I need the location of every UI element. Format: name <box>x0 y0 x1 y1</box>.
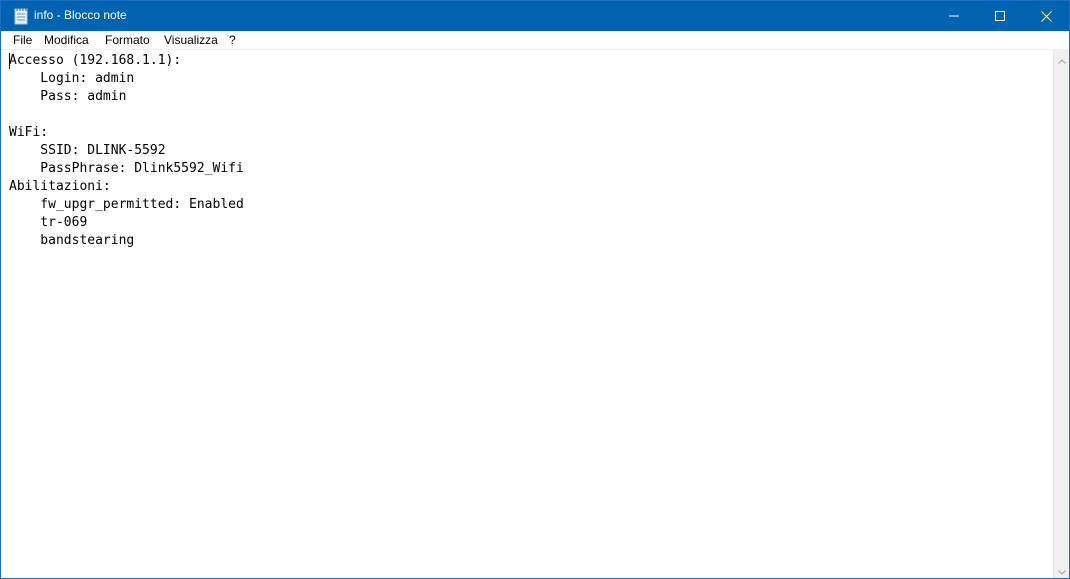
maximize-button[interactable] <box>977 1 1023 31</box>
chevron-up-icon <box>1058 49 1066 68</box>
chevron-down-icon <box>1058 560 1066 579</box>
minimize-icon <box>949 11 959 21</box>
editor-line: Accesso (192.168.1.1): <box>9 53 182 68</box>
notepad-icon[interactable] <box>13 7 29 25</box>
editor-line: fw_upgr_permitted: Enabled <box>9 197 244 212</box>
text-editor[interactable]: Accesso (192.168.1.1): Login: admin Pass… <box>1 50 1053 578</box>
menu-formato[interactable]: Formato <box>105 33 150 47</box>
editor-line: PassPhrase: Dlink5592_Wifi <box>9 161 244 176</box>
close-button[interactable] <box>1023 1 1069 31</box>
scroll-down-button[interactable] <box>1054 561 1070 578</box>
title-bar[interactable]: info - Blocco note <box>1 1 1069 31</box>
menu-visualizza[interactable]: Visualizza <box>164 33 218 47</box>
editor-line: tr-069 <box>9 215 88 230</box>
menu-help[interactable]: ? <box>229 33 236 47</box>
maximize-icon <box>995 11 1005 21</box>
scroll-track[interactable] <box>1056 68 1067 558</box>
vertical-scrollbar[interactable] <box>1053 50 1069 578</box>
editor-line: SSID: DLINK-5592 <box>9 143 166 158</box>
text-caret <box>9 53 10 69</box>
editor-line: Pass: admin <box>9 89 127 104</box>
editor-line: Abilitazioni: <box>9 179 111 194</box>
editor-line <box>9 106 244 124</box>
menu-modifica[interactable]: Modifica <box>44 33 89 47</box>
scroll-up-button[interactable] <box>1054 50 1070 67</box>
menu-bar: File Modifica Formato Visualizza ? <box>1 31 1069 50</box>
minimize-button[interactable] <box>931 1 977 31</box>
menu-file[interactable]: File <box>13 33 33 47</box>
editor-content[interactable]: Accesso (192.168.1.1): Login: admin Pass… <box>9 52 244 250</box>
window-title: info - Blocco note <box>34 8 127 22</box>
editor-line: Login: admin <box>9 71 135 86</box>
editor-line: bandstearing <box>9 233 135 248</box>
close-icon <box>1040 10 1052 22</box>
editor-line: WiFi: <box>9 125 49 140</box>
